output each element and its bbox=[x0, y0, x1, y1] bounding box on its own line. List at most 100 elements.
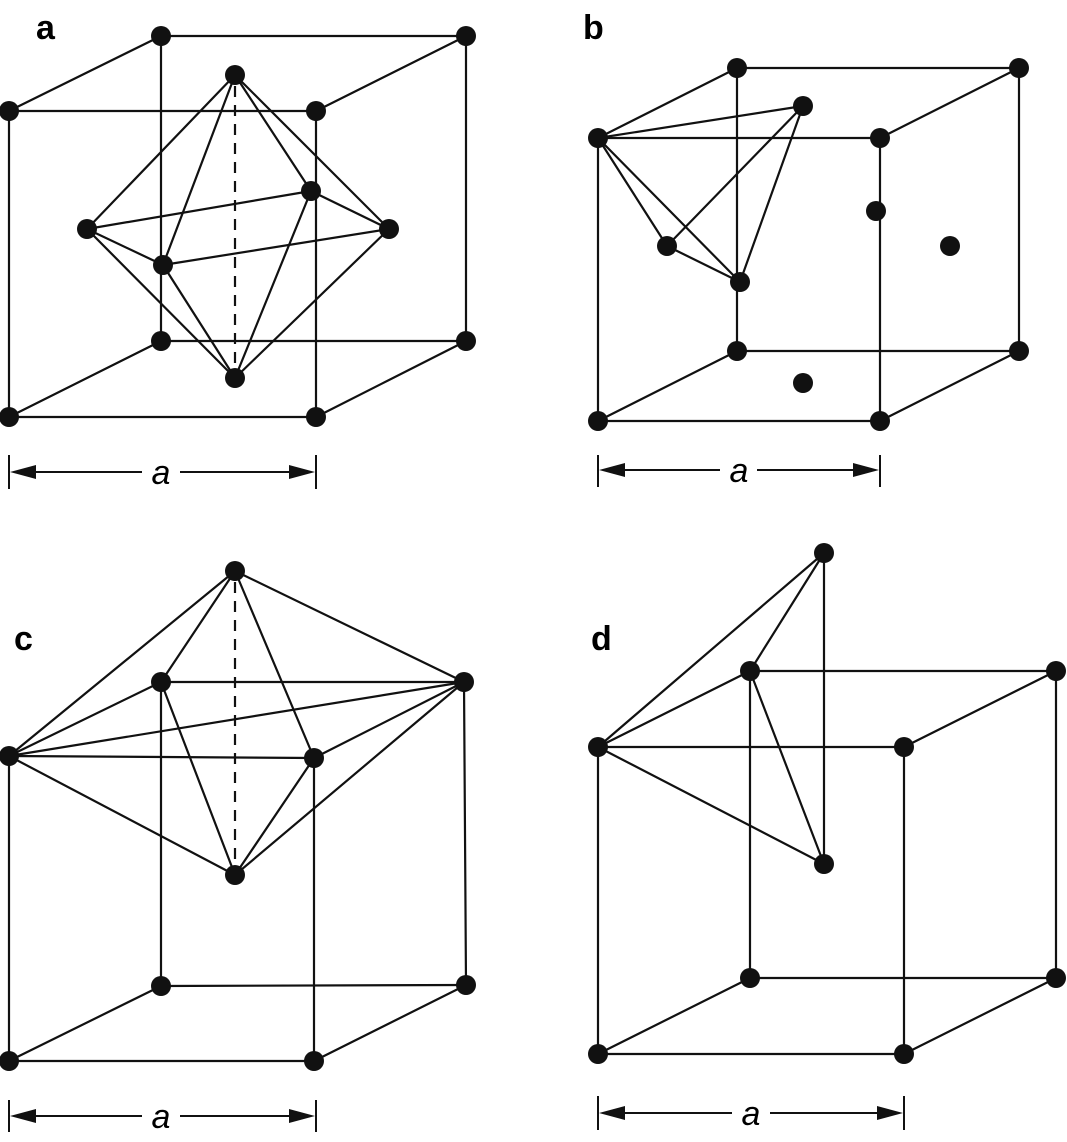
edge bbox=[7, 34, 163, 113]
atom bbox=[940, 236, 960, 256]
edge bbox=[596, 976, 752, 1056]
panel-a-octahedron-edges bbox=[85, 73, 391, 380]
edge bbox=[596, 136, 742, 284]
edge bbox=[7, 680, 163, 758]
atom bbox=[588, 1044, 608, 1064]
atom bbox=[588, 411, 608, 431]
atom bbox=[153, 255, 173, 275]
atom bbox=[151, 672, 171, 692]
atom bbox=[225, 561, 245, 581]
edge bbox=[309, 189, 391, 231]
atom bbox=[225, 65, 245, 85]
atom bbox=[0, 1051, 19, 1071]
panel-b-cube-edges bbox=[596, 66, 1021, 423]
edge bbox=[312, 983, 468, 1063]
arrowhead-right bbox=[289, 465, 315, 479]
atom bbox=[456, 331, 476, 351]
edge bbox=[233, 569, 466, 684]
panel-d-dimension: a bbox=[597, 1095, 905, 1133]
atom bbox=[657, 236, 677, 256]
atom bbox=[730, 272, 750, 292]
edge bbox=[159, 680, 237, 877]
edge bbox=[596, 136, 669, 248]
edge bbox=[596, 349, 739, 423]
edge bbox=[85, 189, 313, 231]
atom bbox=[225, 368, 245, 388]
panel-d-atoms bbox=[588, 543, 1066, 1064]
atom bbox=[727, 341, 747, 361]
panel-b: b bbox=[583, 9, 1029, 490]
atom bbox=[740, 661, 760, 681]
panel-b-dimension: a bbox=[597, 452, 881, 490]
atom bbox=[870, 411, 890, 431]
atom bbox=[151, 976, 171, 996]
atom bbox=[793, 96, 813, 116]
atom bbox=[151, 331, 171, 351]
edge bbox=[738, 104, 805, 284]
edge bbox=[665, 104, 805, 248]
panel-d: d bbox=[588, 543, 1066, 1133]
edge bbox=[233, 73, 313, 193]
edge bbox=[902, 976, 1058, 1056]
arrowhead-right bbox=[289, 1109, 315, 1123]
atom bbox=[866, 201, 886, 221]
atom bbox=[304, 748, 324, 768]
edge bbox=[7, 680, 466, 758]
edge bbox=[748, 551, 826, 673]
atom bbox=[304, 1051, 324, 1071]
edge bbox=[462, 680, 468, 987]
atom bbox=[740, 968, 760, 988]
dimension-label: a bbox=[730, 452, 749, 490]
edge bbox=[665, 244, 742, 284]
panel-c-dimension: a bbox=[8, 1098, 317, 1136]
edge bbox=[85, 227, 237, 380]
edge bbox=[85, 227, 165, 267]
arrowhead-right bbox=[853, 463, 879, 477]
atom bbox=[454, 672, 474, 692]
atom bbox=[793, 373, 813, 393]
atom bbox=[151, 26, 171, 46]
edge bbox=[878, 349, 1021, 423]
panel-d-tetrahedron-edges bbox=[596, 551, 826, 866]
edge bbox=[233, 569, 316, 760]
panel-d-cube-edges bbox=[596, 669, 1058, 1056]
atom bbox=[77, 219, 97, 239]
panel-a-cube-edges bbox=[7, 34, 468, 419]
panel-c-atoms bbox=[0, 561, 476, 1071]
panel-d-label: d bbox=[591, 620, 612, 658]
edge bbox=[596, 551, 826, 749]
panel-b-label: b bbox=[583, 9, 604, 47]
dimension-label: a bbox=[152, 454, 171, 492]
arrowhead-left bbox=[10, 1109, 36, 1123]
edge bbox=[233, 756, 316, 877]
panel-a-atoms bbox=[0, 26, 476, 427]
edge bbox=[596, 104, 805, 140]
edge bbox=[233, 680, 466, 877]
edge bbox=[596, 66, 739, 140]
atom bbox=[456, 26, 476, 46]
edge bbox=[161, 73, 237, 267]
edge bbox=[902, 669, 1058, 749]
edge bbox=[7, 984, 163, 1063]
edge bbox=[7, 754, 237, 877]
edge bbox=[85, 73, 237, 231]
atom bbox=[588, 128, 608, 148]
atom bbox=[456, 975, 476, 995]
arrowhead-left bbox=[599, 1106, 625, 1120]
edge bbox=[314, 339, 468, 419]
atom bbox=[225, 865, 245, 885]
panel-c: c bbox=[0, 561, 476, 1136]
panel-b-atoms bbox=[588, 58, 1029, 431]
edge bbox=[159, 569, 237, 684]
dimension-label: a bbox=[742, 1095, 761, 1133]
atom bbox=[1046, 968, 1066, 988]
atom bbox=[894, 1044, 914, 1064]
atom bbox=[306, 407, 326, 427]
panel-c-cube-edges bbox=[7, 680, 468, 1063]
edge bbox=[878, 66, 1021, 140]
edge bbox=[161, 227, 391, 267]
panel-a-dimension: a bbox=[8, 454, 317, 492]
atom bbox=[727, 58, 747, 78]
atom bbox=[301, 181, 321, 201]
